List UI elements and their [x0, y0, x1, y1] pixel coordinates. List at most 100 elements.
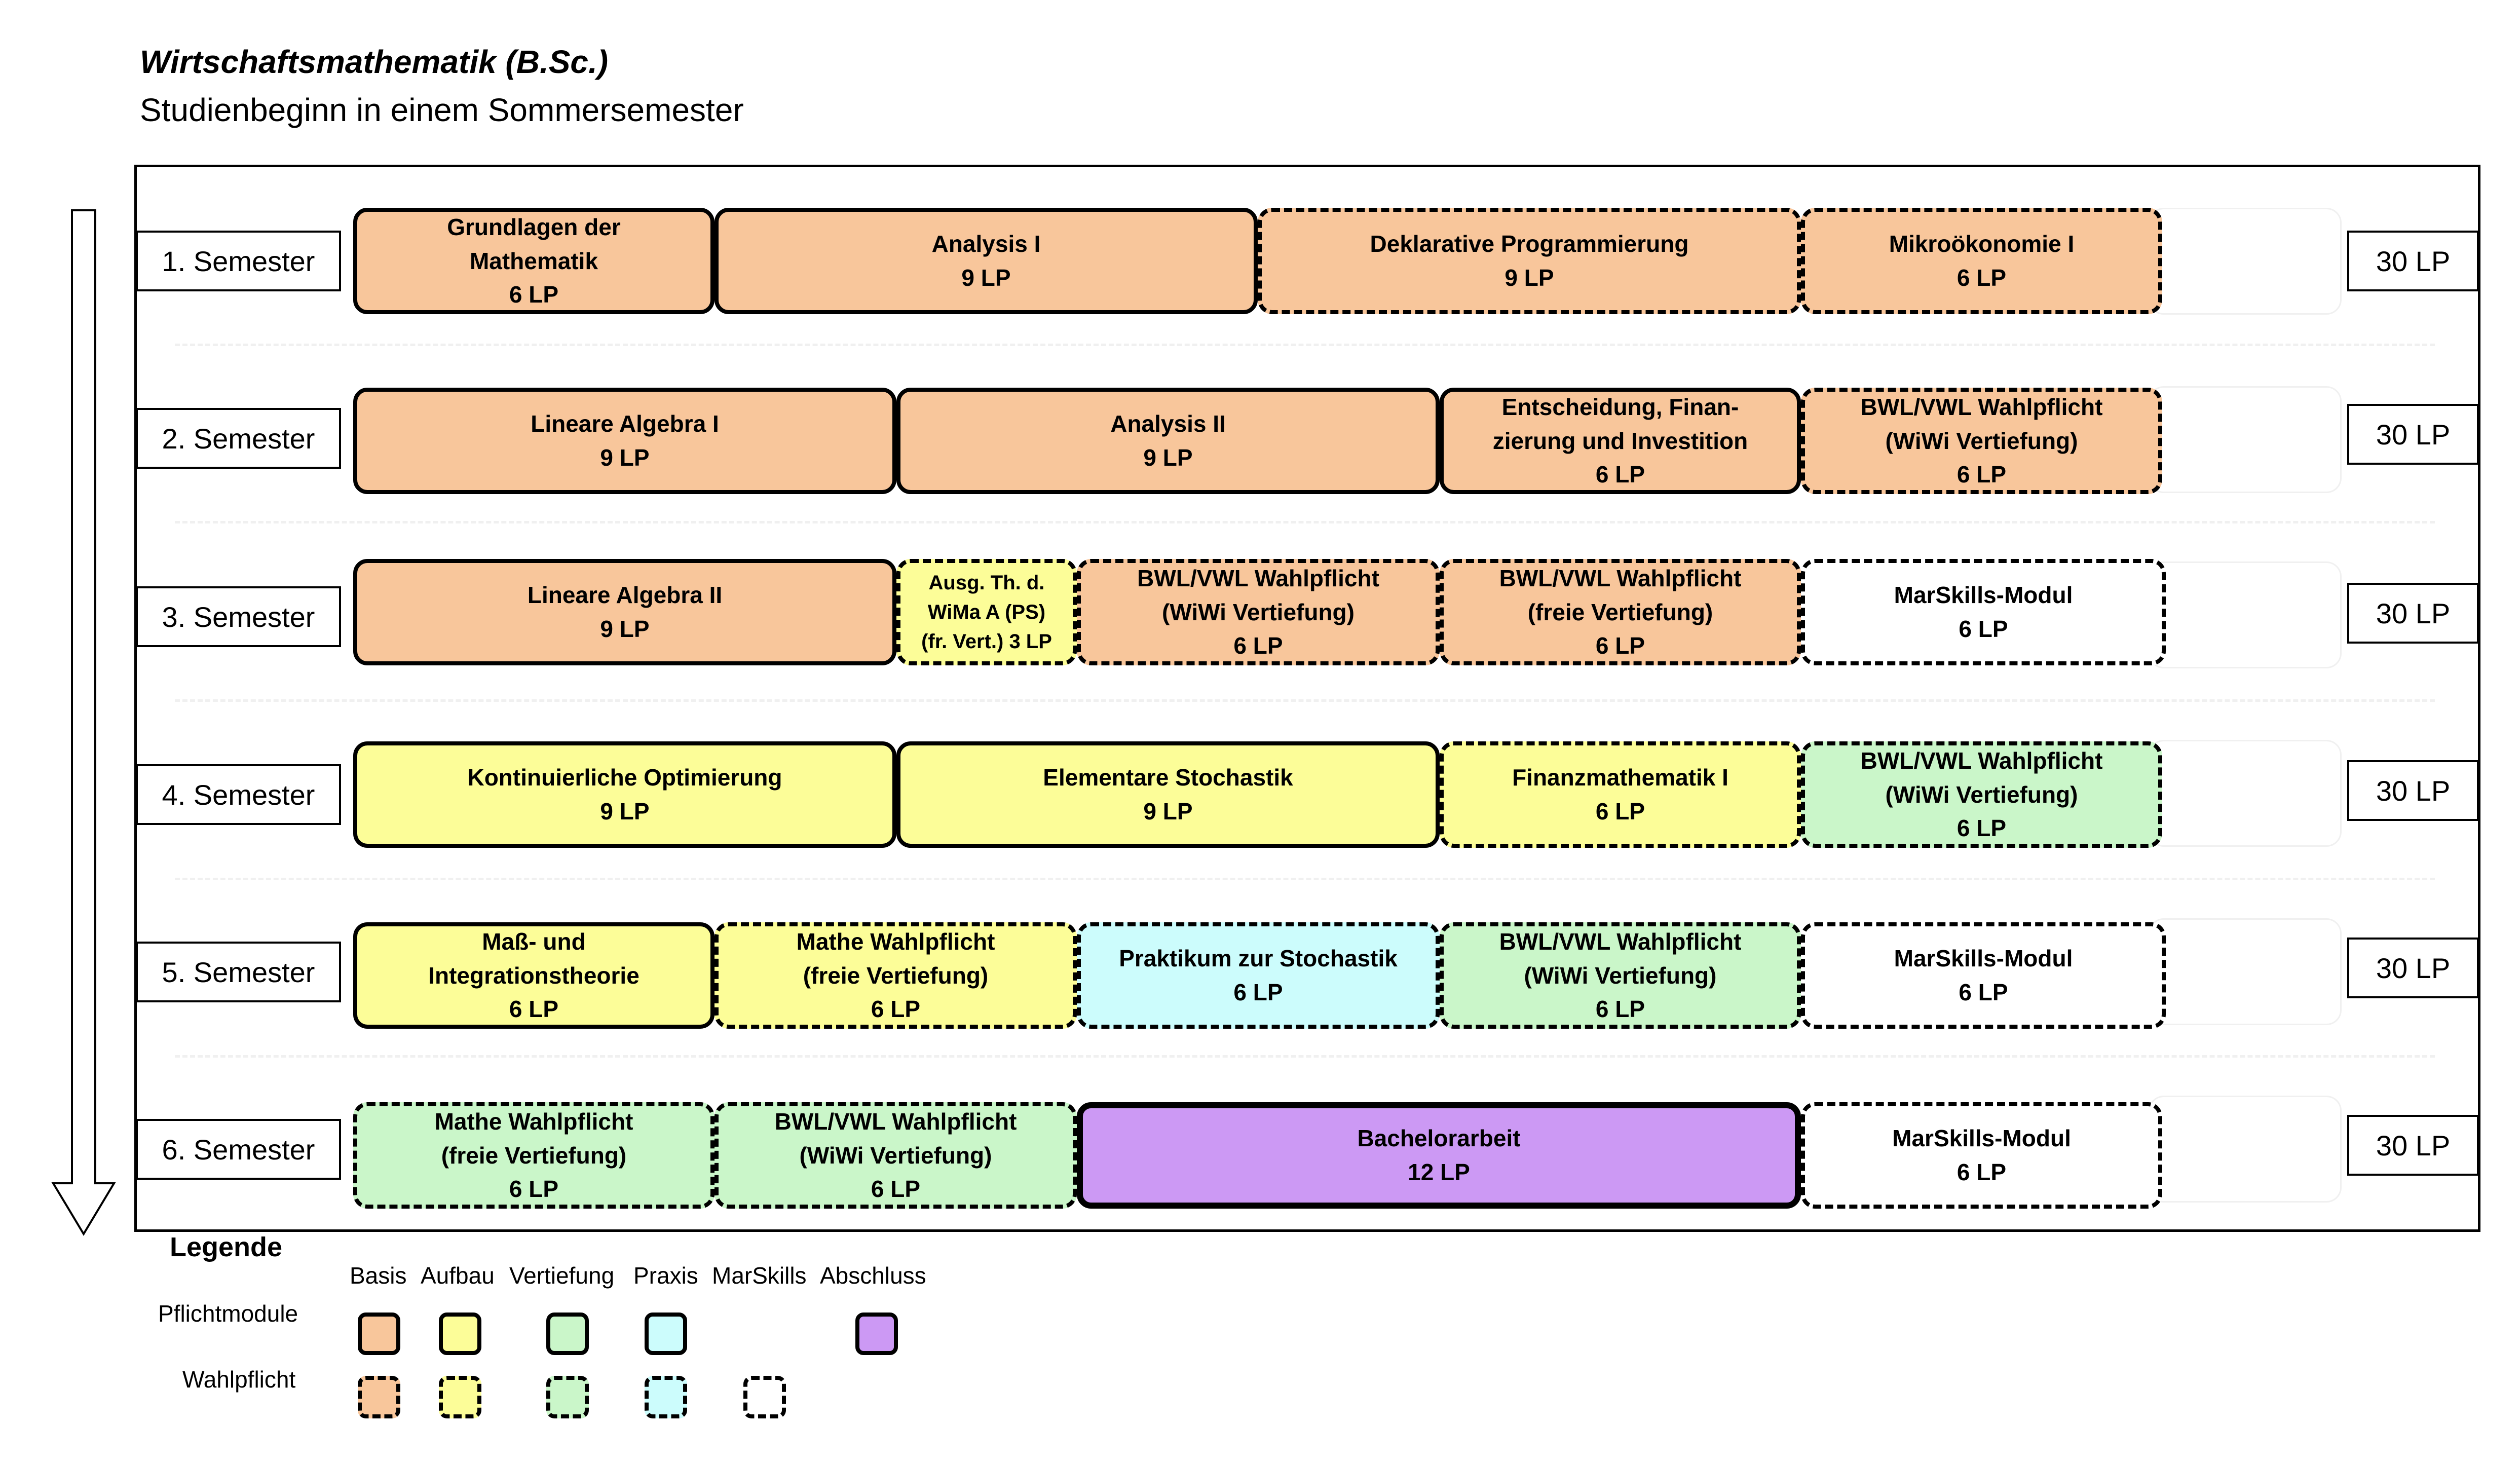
module-credits: 6 LP [871, 1176, 921, 1203]
module-kontinuierliche-optimierung: Kontinuierliche Optimierung 9 LP [353, 741, 896, 848]
legend-category: MarSkills [712, 1262, 807, 1289]
row-placeholder [2149, 740, 2342, 847]
semester-label: 4. Semester [136, 764, 341, 825]
module-name: Grundlagen der Mathematik [447, 213, 621, 274]
legend-swatch-marskills-wahl [743, 1376, 786, 1418]
module-credits: 9 LP [600, 616, 650, 642]
module-credits: 9 LP [1143, 444, 1193, 471]
semester-credits: 30 LP [2347, 938, 2479, 998]
semester-label: 1. Semester [136, 231, 341, 291]
semester-separator [175, 1055, 2435, 1058]
module-name: Bachelorarbeit [1357, 1125, 1521, 1152]
module-credits: 9 LP [600, 444, 650, 471]
module-name: Analysis II [1110, 410, 1226, 437]
module-credits: 6 LP [1957, 815, 2007, 842]
module-name: MarSkills-Modul [1892, 1125, 2071, 1152]
module-bwl-vwl-wahlpflicht: BWL/VWL Wahlpflicht (WiWi Vertiefung) 6 L… [1801, 388, 2162, 494]
module-credits: 6 LP [1957, 265, 2007, 291]
semester-separator [175, 699, 2435, 702]
module-praktikum-stochastik: Praktikum zur Stochastik 6 LP [1077, 922, 1440, 1029]
module-bwl-vwl-wahlpflicht: BWL/VWL Wahlpflicht (WiWi Vertiefung) 6 L… [714, 1102, 1077, 1209]
module-name: BWL/VWL Wahlpflicht (WiWi Vertiefung) [1499, 928, 1742, 989]
module-credits: 6 LP [1957, 1159, 2007, 1185]
module-name: Mathe Wahlpflicht (freie Vertiefung) [434, 1108, 633, 1169]
semester-label: 2. Semester [136, 408, 341, 469]
semester-credits: 30 LP [2347, 231, 2479, 291]
module-bwl-vwl-wahlpflicht: BWL/VWL Wahlpflicht (WiWi Vertiefung) 6 L… [1440, 922, 1801, 1029]
module-name: Kontinuierliche Optimierung [467, 764, 782, 791]
module-name: Lineare Algebra II [527, 582, 723, 609]
legend-swatch-praxis-pflicht [645, 1313, 687, 1355]
module-elementare-stochastik: Elementare Stochastik 9 LP [896, 741, 1440, 848]
legend-swatch-vertiefung-wahl [546, 1376, 589, 1418]
semester-credits: 30 LP [2347, 583, 2479, 644]
module-mass-integrationstheorie: Maß- und Integrationstheorie 6 LP [353, 922, 714, 1029]
module-credits: 6 LP [509, 996, 559, 1023]
semester-credits: 30 LP [2347, 404, 2479, 465]
legend-title: Legende [170, 1232, 283, 1262]
module-name: BWL/VWL Wahlpflicht (WiWi Vertiefung) [1860, 747, 2103, 808]
module-credits: 12 LP [1408, 1159, 1470, 1185]
module-name: BWL/VWL Wahlpflicht (WiWi Vertiefung) [1137, 565, 1379, 625]
module-name: Mikroökonomie I [1889, 231, 2075, 257]
module-bwl-vwl-wahlpflicht: BWL/VWL Wahlpflicht (WiWi Vertiefung) 6 L… [1801, 741, 2162, 848]
module-bachelorarbeit: Bachelorarbeit 12 LP [1077, 1102, 1801, 1209]
module-credits: 9 LP [1505, 265, 1554, 291]
module-name: Praktikum zur Stochastik [1119, 945, 1398, 972]
module-name: BWL/VWL Wahlpflicht (WiWi Vertiefung) [1860, 393, 2103, 454]
module-analysis-2: Analysis II 9 LP [896, 388, 1440, 494]
module-credits: 9 LP [1143, 798, 1193, 824]
module-entscheidung-finanzierung-investition: Entscheidung, Finan- zierung und Investi… [1440, 388, 1801, 494]
module-credits: 6 LP [1595, 632, 1645, 659]
semester-credits: 30 LP [2347, 760, 2479, 821]
row-placeholder [2149, 561, 2342, 668]
page-subtitle: Studienbeginn in einem Sommersemester [140, 92, 744, 128]
semester-credits: 30 LP [2347, 1115, 2479, 1176]
legend-row-label: Wahlpflicht [182, 1366, 296, 1393]
semester-label: 3. Semester [136, 586, 341, 647]
semester-separator [175, 521, 2435, 523]
module-name: Mathe Wahlpflicht (freie Vertiefung) [796, 928, 995, 989]
module-credits: 6 LP [1959, 616, 2008, 642]
module-credits: 6 LP [509, 1176, 559, 1203]
legend-swatch-praxis-wahl [645, 1376, 687, 1418]
module-mikrooekonomie-1: Mikroökonomie I 6 LP [1801, 208, 2162, 314]
row-placeholder [2149, 208, 2342, 315]
module-bwl-vwl-wahlpflicht: BWL/VWL Wahlpflicht (freie Vertiefung) 6 … [1440, 559, 1801, 665]
module-name: Elementare Stochastik [1043, 764, 1293, 791]
semester-separator [175, 344, 2435, 346]
module-credits: 6 LP [1233, 632, 1283, 659]
legend-swatch-abschluss-pflicht [855, 1313, 898, 1355]
module-name: BWL/VWL Wahlpflicht (WiWi Vertiefung) [774, 1108, 1017, 1169]
legend-swatch-basis-wahl [358, 1376, 400, 1418]
page-title: Wirtschaftsmathematik (B.Sc.) [140, 44, 609, 80]
legend-swatch-aufbau-wahl [439, 1376, 481, 1418]
module-credits: 6 LP [871, 996, 921, 1023]
row-placeholder [2149, 918, 2342, 1025]
module-name: Maß- und Integrationstheorie [428, 928, 640, 989]
module-name: Analysis I [931, 231, 1041, 257]
module-credits: 9 LP [961, 265, 1011, 291]
module-credits: 6 LP [1595, 996, 1645, 1023]
module-credits: 6 LP [1233, 979, 1283, 1005]
module-name: Lineare Algebra I [531, 410, 719, 437]
module-credits: 9 LP [600, 798, 650, 824]
legend-category: Aufbau [421, 1262, 495, 1289]
module-bwl-vwl-wahlpflicht: BWL/VWL Wahlpflicht (WiWi Vertiefung) 6 L… [1077, 559, 1440, 665]
module-marskills: MarSkills-Modul 6 LP [1801, 1102, 2162, 1209]
plan-frame [134, 165, 2480, 1232]
legend-category: Abschluss [820, 1262, 926, 1289]
module-lineare-algebra-1: Lineare Algebra I 9 LP [353, 388, 896, 494]
module-name: BWL/VWL Wahlpflicht (freie Vertiefung) [1499, 565, 1742, 625]
module-credits: 6 LP [1595, 461, 1645, 488]
row-placeholder [2149, 1096, 2342, 1203]
module-name: MarSkills-Modul [1894, 945, 2073, 972]
row-placeholder [2149, 386, 2342, 493]
legend-category: Vertiefung [509, 1262, 615, 1289]
module-credits: 6 LP [1957, 461, 2007, 488]
